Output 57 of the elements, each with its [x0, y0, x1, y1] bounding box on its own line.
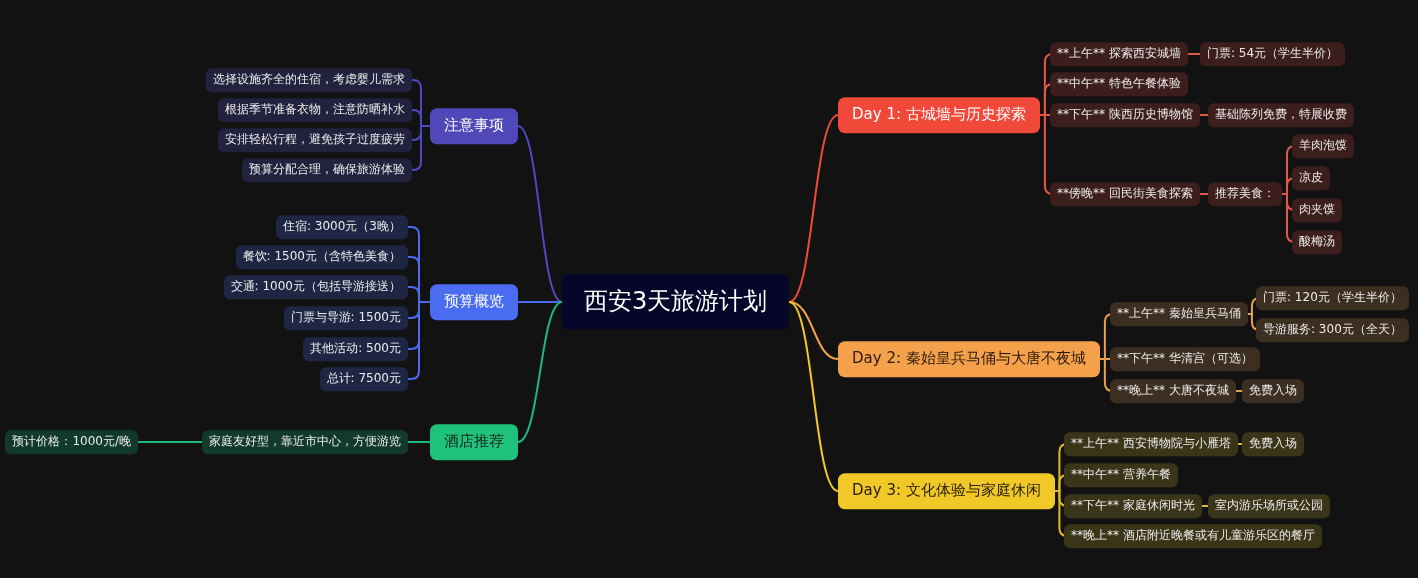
subtopic-box: 住宿: 3000元（3晚）	[275, 215, 408, 239]
branch-topic-box: 预算概览	[430, 284, 518, 320]
subtopic-box: 餐饮: 1500元（含特色美食）	[235, 245, 408, 269]
root-topic-box: 西安3天旅游计划	[562, 274, 790, 330]
subtopic-box: **傍晚** 回民街美食探索	[1050, 182, 1200, 206]
subtopic-box: 肉夹馍	[1292, 198, 1342, 222]
branch-topic-box: Day 1: 古城墙与历史探索	[838, 97, 1040, 133]
connector-line	[1198, 114, 1209, 116]
branch-topic-box: 注意事项	[430, 108, 518, 144]
connector-line	[788, 114, 839, 303]
connector-line	[1234, 390, 1243, 392]
subtopic-box: 导游服务: 300元（全天）	[1256, 318, 1409, 342]
connector-line	[407, 301, 431, 380]
subtopic-box: **下午** 陕西历史博物馆	[1050, 103, 1200, 127]
subtopic-box: 预算分配合理，确保旅游体验	[242, 158, 412, 182]
connector-line	[788, 301, 839, 492]
branch-topic-box: Day 2: 秦始皇兵马俑与大唐不夜城	[838, 341, 1100, 377]
subtopic-box: 预计价格：1000元/晚	[5, 430, 138, 454]
connector-line	[1198, 193, 1209, 195]
subtopic-box: **中午** 营养午餐	[1064, 463, 1178, 487]
connector-line	[517, 301, 563, 303]
subtopic-box: 选择设施齐全的住宿，考虑婴儿需求	[206, 68, 412, 92]
subtopic-box: 免费入场	[1242, 379, 1304, 403]
subtopic-box: 总计: 7500元	[319, 367, 408, 391]
subtopic-box: 免费入场	[1242, 432, 1304, 456]
branch-topic-box: Day 3: 文化体验与家庭休闲	[838, 473, 1055, 509]
subtopic-box: 基础陈列免费，特展收费	[1208, 103, 1354, 127]
connector-line	[517, 125, 563, 303]
subtopic-box: 交通: 1000元（包括导游接送）	[223, 275, 408, 299]
subtopic-box: **晚上** 酒店附近晚餐或有儿童游乐区的餐厅	[1064, 524, 1322, 548]
subtopic-box: 门票: 54元（学生半价）	[1200, 42, 1346, 66]
subtopic-box: 安排轻松行程，避免孩子过度疲劳	[218, 128, 412, 152]
connector-line	[1236, 443, 1243, 445]
branch-topic-box: 酒店推荐	[430, 424, 518, 460]
connector-line	[137, 441, 203, 443]
subtopic-box: 酸梅汤	[1292, 230, 1342, 254]
subtopic-box: **中午** 特色午餐体验	[1050, 72, 1188, 96]
subtopic-box: **上午** 秦始皇兵马俑	[1110, 302, 1248, 326]
connector-line	[1186, 53, 1201, 55]
connector-line	[517, 301, 563, 443]
subtopic-box: 其他活动: 500元	[303, 337, 408, 361]
subtopic-box: **晚上** 大唐不夜城	[1110, 379, 1236, 403]
subtopic-box: 羊肉泡馍	[1292, 134, 1354, 158]
subtopic-box: **下午** 华清宫（可选）	[1110, 347, 1260, 371]
subtopic-box: 推荐美食：	[1208, 182, 1282, 206]
subtopic-box: 根据季节准备衣物，注意防晒补水	[218, 98, 412, 122]
subtopic-box: 家庭友好型，靠近市中心，方便游览	[202, 430, 408, 454]
subtopic-box: **上午** 探索西安城墙	[1050, 42, 1188, 66]
subtopic-box: 门票: 120元（学生半价）	[1256, 286, 1409, 310]
subtopic-box: 门票与导游: 1500元	[283, 306, 408, 330]
subtopic-box: 室内游乐场所或公园	[1208, 494, 1330, 518]
connector-line	[1200, 505, 1209, 507]
subtopic-box: 凉皮	[1292, 166, 1330, 190]
connector-line	[411, 125, 431, 171]
subtopic-box: **上午** 西安博物院与小雁塔	[1064, 432, 1238, 456]
connector-line	[407, 441, 431, 443]
subtopic-box: **下午** 家庭休闲时光	[1064, 494, 1202, 518]
